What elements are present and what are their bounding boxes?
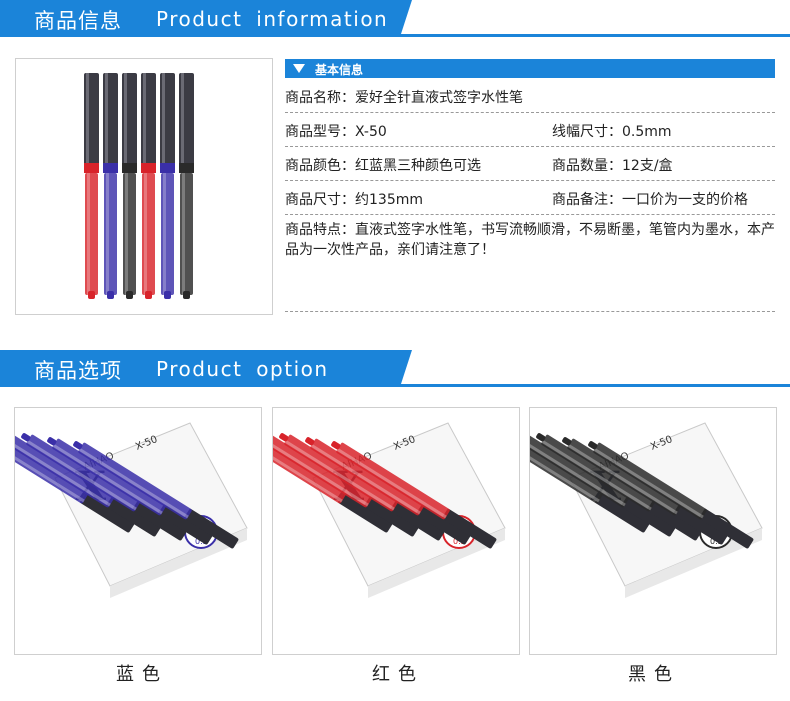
section-title-cn: 商品信息: [34, 9, 122, 33]
pen-icon: [47, 437, 213, 545]
pen-icon: [530, 426, 650, 533]
product-model: 商品型号：X-50: [285, 124, 387, 140]
banner-bar: [0, 350, 412, 387]
product-quantity: 商品数量：12支/盒: [552, 158, 673, 174]
black-pen-pack-illustration: AIHAOXX-500.5: [530, 422, 763, 598]
pen-icon: [122, 73, 137, 299]
pens-illustration: [84, 73, 194, 299]
pen-icon: [562, 437, 728, 545]
option-image-blue[interactable]: AIHAOXX-500.5: [14, 407, 262, 655]
pen-icon: [588, 441, 754, 549]
info-row-name: 商品名称：爱好全针直液式签字水性笔: [285, 78, 775, 113]
pen-icon: [84, 73, 99, 299]
banner-bar: [0, 0, 412, 37]
product-main-image: [15, 58, 273, 315]
info-row-size: 商品尺寸：约135mm 商品备注：一口价为一支的价格: [285, 180, 775, 215]
pen-icon: [273, 430, 419, 537]
basic-info-header-label: 基本信息: [315, 63, 364, 77]
pen-icon: [305, 437, 471, 545]
pen-icon: [21, 433, 187, 541]
pen-icon: [15, 430, 161, 537]
option-image-black[interactable]: AIHAOXX-500.5: [529, 407, 777, 655]
section-banner-product-information: 商品信息 Product information: [0, 0, 790, 37]
red-pen-pack-illustration: AIHAOXX-500.5: [273, 422, 506, 598]
pen-icon: [15, 426, 135, 533]
pen-icon: [279, 433, 445, 541]
line-width: 线幅尺寸：0.5mm: [552, 124, 672, 140]
option-label-blue: 蓝色: [116, 664, 168, 685]
pen-icon: [103, 73, 118, 299]
triangle-down-icon: [293, 64, 305, 73]
pen-icon: [73, 441, 239, 549]
option-label-black: 黑色: [628, 664, 680, 685]
section-banner-product-option: 商品选项 Product option: [0, 350, 790, 387]
pen-icon: [331, 441, 497, 549]
banner-underline: [0, 34, 790, 37]
product-note: 商品备注：一口价为一支的价格: [552, 192, 748, 208]
info-row-color: 商品颜色：红蓝黑三种颜色可选 商品数量：12支/盒: [285, 146, 775, 181]
product-size: 商品尺寸：约135mm: [285, 192, 423, 208]
section-title-en: Product information: [156, 7, 389, 31]
basic-info-header: 基本信息: [285, 59, 775, 78]
pen-icon: [141, 73, 156, 299]
info-row-model: 商品型号：X-50 线幅尺寸：0.5mm: [285, 112, 775, 147]
pen-icon: [273, 426, 393, 533]
product-feature: 商品特点：直液式签字水性笔，书写流畅顺滑，不易断墨，笔管内为墨水，本产品为一次性…: [285, 222, 775, 258]
option-label-red: 红色: [372, 664, 424, 685]
pen-icon: [530, 430, 676, 537]
pen-icon: [160, 73, 175, 299]
section-title-en: Product option: [156, 357, 329, 381]
pen-icon: [536, 433, 702, 541]
product-color: 商品颜色：红蓝黑三种颜色可选: [285, 158, 481, 174]
pen-icon: [179, 73, 194, 299]
option-image-red[interactable]: AIHAOXX-500.5: [272, 407, 520, 655]
feature-divider: [285, 290, 775, 312]
banner-underline: [0, 384, 790, 387]
product-name: 商品名称：爱好全针直液式签字水性笔: [285, 90, 523, 106]
section-title-cn: 商品选项: [34, 359, 122, 383]
blue-pen-pack-illustration: AIHAOXX-500.5: [15, 422, 248, 598]
